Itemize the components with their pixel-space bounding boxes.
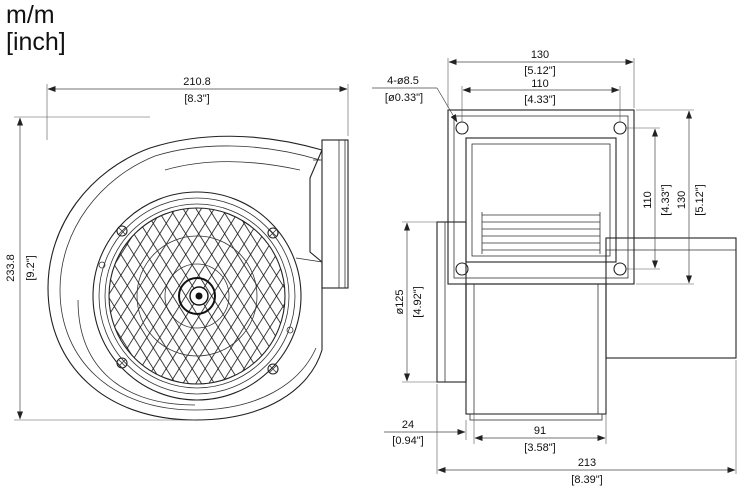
- front-height-mm: 233.8: [5, 254, 17, 282]
- mounting-holes: [455, 121, 627, 276]
- overall-width-in: [8.39"]: [571, 474, 602, 486]
- outlet-flange: [295, 139, 349, 289]
- square-flange: [447, 109, 635, 285]
- unit-legend: m/m [inch]: [6, 2, 66, 56]
- inlet-ring: [436, 221, 467, 383]
- flange-height-in: [5.12"]: [694, 184, 706, 215]
- housing-extension: [605, 237, 737, 359]
- inlet-diameter-dimension: ø125 [4.92"]: [394, 221, 437, 383]
- side-view: 4-ø8.5 [ø0.33"] 130 [5.12"] 110 [4.33"]: [372, 49, 737, 486]
- front-width-in: [8.3"]: [184, 93, 209, 105]
- overall-width-mm: 213: [578, 457, 596, 469]
- hole-pitch-v-mm: 110: [642, 191, 654, 209]
- flange-width-dimension: 130 [5.12"]: [447, 49, 635, 108]
- hole-pitch-v-in: [4.33"]: [660, 184, 672, 215]
- overall-width-dimension: 213 [8.39"]: [436, 360, 737, 486]
- front-height-dimension: 233.8 [9.2"]: [5, 116, 195, 421]
- mounting-screws: [98, 225, 294, 375]
- inlet-depth-in: [0.94"]: [392, 435, 423, 447]
- inlet-dia-in: [4.92"]: [412, 286, 424, 317]
- hole-pitch-dimension: 110 [4.33"]: [461, 78, 621, 122]
- body-width-dimension: 91 [3.58"]: [473, 414, 607, 454]
- front-width-dimension: 210.8 [8.3"]: [46, 76, 349, 140]
- flange-width-in: [5.12"]: [524, 65, 555, 77]
- front-view: 210.8 [8.3"] 233.8 [9.2"]: [5, 76, 349, 421]
- unit-metric: m/m: [6, 1, 55, 29]
- inlet-depth-mm: 24: [402, 419, 414, 431]
- hole-pitch-mm: 110: [531, 78, 549, 90]
- front-height-in: [9.2"]: [25, 255, 37, 280]
- impeller-blades: [481, 212, 601, 254]
- hole-callout-in: [ø0.33"]: [385, 92, 423, 104]
- hole-pitch-vertical-dimension: 110 [4.33"]: [626, 127, 672, 270]
- flange-height-mm: 130: [676, 191, 688, 209]
- motor-hub: [189, 286, 209, 306]
- inlet-dia-mm: ø125: [394, 289, 406, 314]
- hole-callout-mm: 4-ø8.5: [387, 75, 419, 87]
- volute-housing: [47, 135, 323, 421]
- body-width-mm: 91: [534, 425, 546, 437]
- flange-height-dimension: 130 [5.12"]: [636, 109, 706, 285]
- unit-imperial: [inch]: [6, 28, 66, 56]
- flange-width-mm: 130: [531, 49, 549, 61]
- inlet-depth-dimension: 24 [0.94"]: [384, 419, 467, 447]
- hole-pitch-in: [4.33"]: [524, 94, 555, 106]
- motor-mount-ring: [92, 191, 302, 401]
- motor-body: [465, 283, 607, 421]
- body-width-in: [3.58"]: [524, 442, 555, 454]
- hole-callout: 4-ø8.5 [ø0.33"]: [372, 75, 458, 123]
- front-width-mm: 210.8: [183, 76, 211, 88]
